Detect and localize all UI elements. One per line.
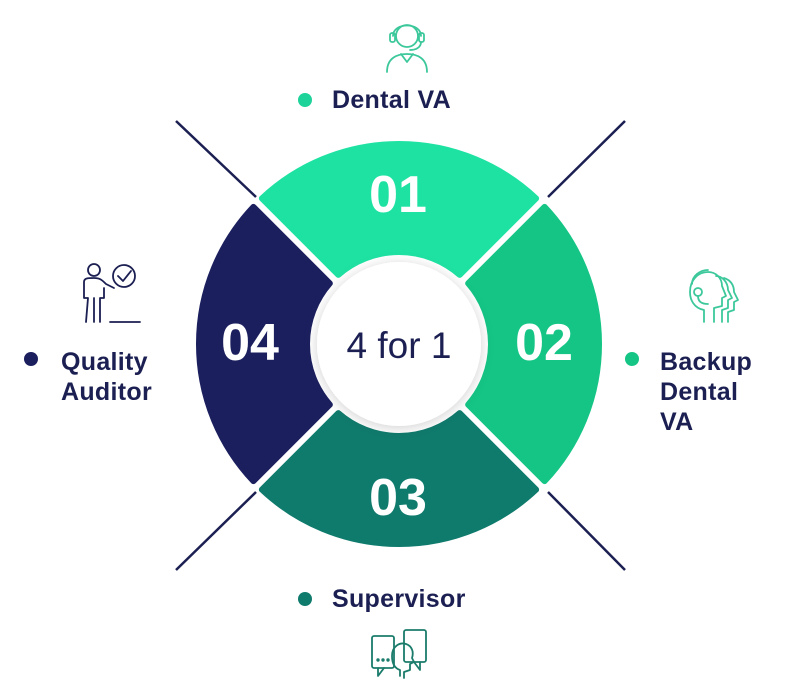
role-label-backup-dental-va: Backup Dental VA <box>660 347 752 437</box>
role-label-line: Dental VA <box>332 86 451 114</box>
headset-agent-icon <box>386 24 428 73</box>
connector-line-bottom-right <box>547 491 626 571</box>
person-checkmark-icon <box>83 263 141 323</box>
segment-03 <box>258 410 540 547</box>
role-label-line: Backup <box>660 348 753 376</box>
role-label-quality-auditor: Quality Auditor <box>61 347 152 407</box>
role-label-line: Quality <box>61 348 148 376</box>
connector-line-top-left <box>175 120 257 198</box>
connector-line-top-right <box>547 120 626 198</box>
role-label-supervisor: Supervisor <box>332 584 466 614</box>
role-label-line: VA <box>660 408 694 436</box>
segment-number-02: 02 <box>515 314 573 372</box>
role-dot-supervisor <box>298 592 312 606</box>
headset-team-icon <box>689 269 739 323</box>
role-dot-dental-va <box>298 93 312 107</box>
role-dot-backup-dental-va <box>625 352 639 366</box>
chat-people-icon <box>371 629 427 679</box>
role-label-line: Supervisor <box>332 585 466 613</box>
segment-number-01: 01 <box>369 166 427 224</box>
role-label-dental-va: Dental VA <box>332 85 451 115</box>
connector-line-bottom-left <box>175 491 257 571</box>
center-circle <box>317 262 481 426</box>
role-label-line: Auditor <box>61 378 152 406</box>
segment-02 <box>465 203 602 485</box>
center-label: 4 for 1 <box>347 325 452 366</box>
segment-number-04: 04 <box>221 314 279 372</box>
role-label-line: Dental <box>660 378 739 406</box>
segment-number-03: 03 <box>369 469 427 527</box>
role-dot-quality-auditor <box>24 352 38 366</box>
segment-04 <box>196 203 333 485</box>
segment-01 <box>258 141 540 278</box>
